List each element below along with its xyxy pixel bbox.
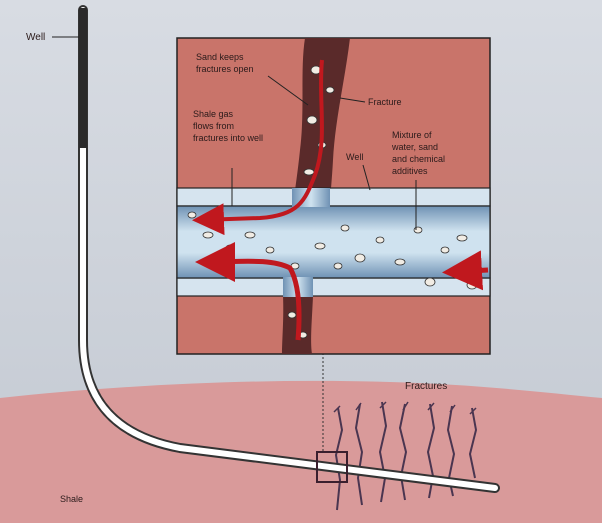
label-shale: Shale xyxy=(60,494,83,504)
label-well-main: Well xyxy=(26,32,45,43)
label-fractures: Fractures xyxy=(405,381,447,392)
label-shale-gas-3: fractures into well xyxy=(193,133,263,143)
label-shale-gas-2: flows from xyxy=(193,121,234,131)
label-mixture-3: and chemical xyxy=(392,154,445,164)
label-mixture-2: water, sand xyxy=(391,142,438,152)
label-sand-keeps-1: Sand keeps xyxy=(196,52,244,62)
label-mixture-4: additives xyxy=(392,166,428,176)
well-casing-top xyxy=(79,8,87,148)
inset-casing-top xyxy=(177,188,490,206)
inset-pipe-interior xyxy=(177,206,490,278)
label-mixture-1: Mixture of xyxy=(392,130,432,140)
label-shale-gas-1: Shale gas xyxy=(193,109,234,119)
label-fracture: Fracture xyxy=(368,97,402,107)
label-well-inset: Well xyxy=(346,152,363,162)
mixture-flow-in xyxy=(452,270,488,272)
shale-layer xyxy=(0,381,602,523)
label-sand-keeps-2: fractures open xyxy=(196,64,254,74)
inset-casing-bottom xyxy=(177,278,490,296)
inset-panel: Sand keeps fractures open Fracture Shale… xyxy=(177,38,490,354)
